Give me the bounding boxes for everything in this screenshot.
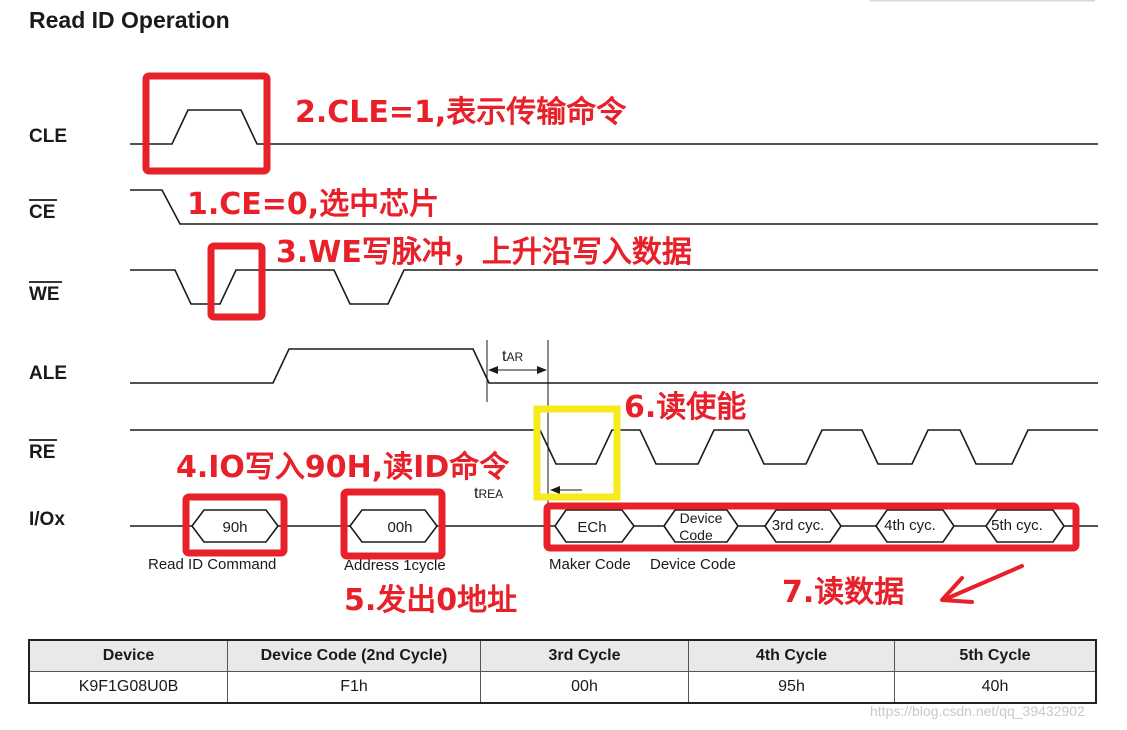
cle-waveform	[130, 109, 1098, 145]
ale-waveform	[130, 348, 1098, 384]
trea-label: tREA	[474, 485, 503, 502]
annotation-read-data: 7.读数据	[782, 575, 904, 610]
caption-address-cycle: Address 1cycle	[344, 557, 446, 574]
table-header-device-code: Device Code (2nd Cycle)	[227, 639, 481, 672]
table-header-5th-cycle: 5th Cycle	[894, 639, 1097, 672]
annotation-re: 6.读使能	[624, 390, 746, 425]
signal-label-ce: CE	[29, 202, 55, 223]
table-header-4th-cycle: 4th Cycle	[688, 639, 895, 672]
table-row: K9F1G08U0B F1h 00h 95h 40h	[28, 671, 1097, 704]
diagram-title: Read ID Operation	[29, 7, 230, 33]
re-highlight-box	[533, 405, 621, 501]
table-header-device: Device	[28, 639, 228, 672]
table-cell-4th-cycle: 95h	[688, 671, 895, 704]
io-device-code-line1: Device	[680, 510, 723, 526]
table-cell-5th-cycle: 40h	[894, 671, 1097, 704]
re-waveform	[130, 429, 1098, 465]
io-cmd-value: 90h	[222, 519, 247, 536]
io-3rd-cycle-value: 3rd cyc.	[772, 517, 825, 534]
io-4th-cycle-value: 4th cyc.	[884, 517, 936, 534]
annotation-we: 3.WE写脉冲，上升沿写入数据	[276, 235, 692, 270]
signal-label-io: I/Ox	[29, 509, 65, 530]
watermark: https://blog.csdn.net/qq_39432902	[870, 703, 1085, 719]
tar-arrowhead-right	[537, 366, 547, 374]
signal-label-ale: ALE	[29, 363, 67, 384]
table-cell-3rd-cycle: 00h	[480, 671, 689, 704]
cmd-highlight-box	[182, 493, 288, 557]
device-code-table: Device Device Code (2nd Cycle) 3rd Cycle…	[28, 639, 1097, 704]
signal-label-we: WE	[29, 284, 60, 305]
tar-arrowhead-left	[488, 366, 498, 374]
caption-read-id-command: Read ID Command	[148, 556, 276, 573]
table-header-3rd-cycle: 3rd Cycle	[480, 639, 689, 672]
table-header-row: Device Device Code (2nd Cycle) 3rd Cycle…	[28, 639, 1097, 672]
annotation-cle: 2.CLE=1,表示传输命令	[295, 95, 627, 130]
addr-highlight-box	[340, 488, 446, 560]
we-highlight-box	[207, 242, 266, 321]
io-5th-cycle-value: 5th cyc.	[991, 517, 1043, 534]
io-device-code-line2: Code	[679, 527, 713, 543]
read-data-highlight-box	[543, 502, 1080, 552]
io-bus	[130, 509, 1098, 543]
we-waveform	[130, 269, 1098, 305]
ce-waveform	[130, 189, 1098, 225]
annotation-ce: 1.CE=0,选中芯片	[187, 187, 439, 222]
tar-label: tAR	[502, 348, 523, 365]
io-ech-value: ECh	[577, 519, 606, 536]
signal-label-re: RE	[29, 442, 55, 463]
table-cell-device: K9F1G08U0B	[28, 671, 228, 704]
signal-label-cle: CLE	[29, 126, 67, 147]
caption-maker-code: Maker Code	[549, 556, 631, 573]
io-addr-value: 00h	[387, 519, 412, 536]
trea-arrowhead	[550, 486, 560, 494]
caption-device-code: Device Code	[650, 556, 736, 573]
table-cell-device-code: F1h	[227, 671, 481, 704]
annotation-address: 5.发出0地址	[344, 583, 517, 618]
cle-highlight-box	[142, 72, 271, 175]
annotation-io-cmd: 4.IO写入90H,读ID命令	[176, 450, 510, 485]
read-data-arrow-icon	[940, 564, 1024, 604]
